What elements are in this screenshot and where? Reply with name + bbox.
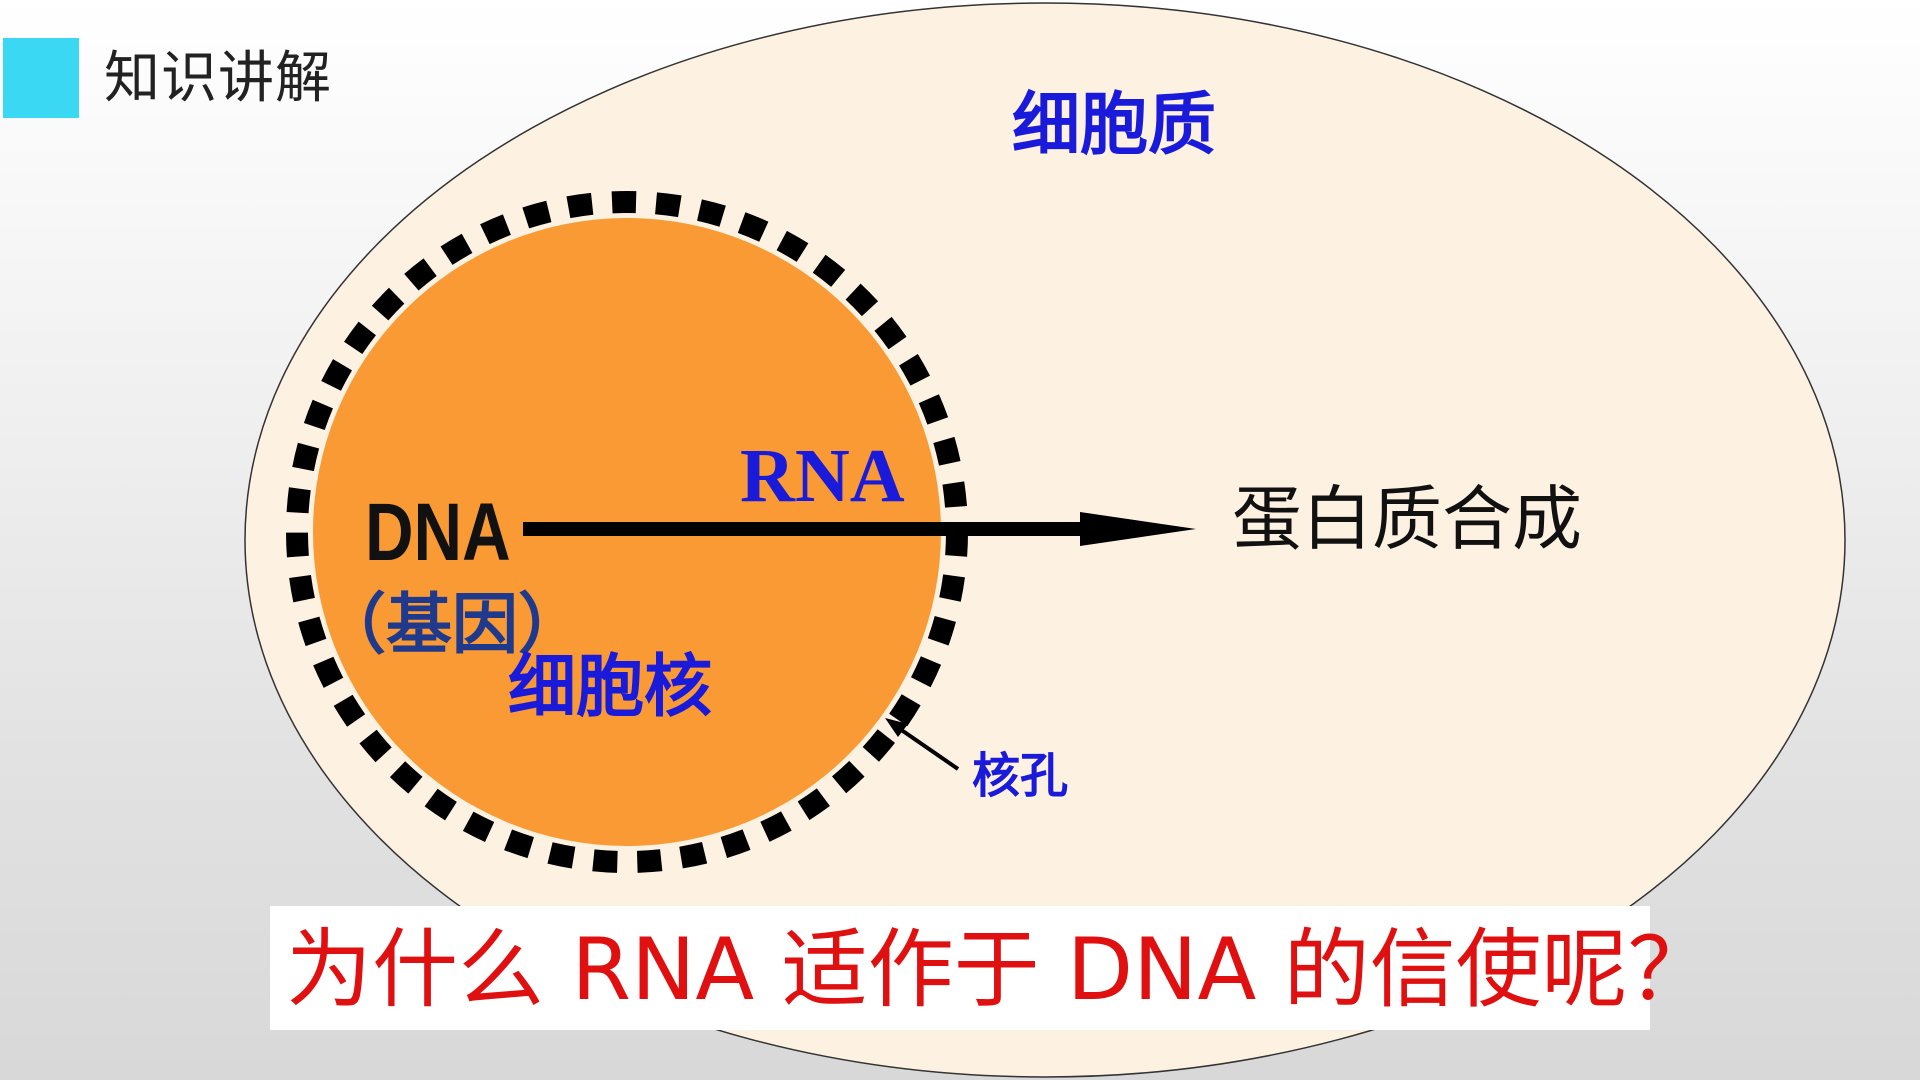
nuclear-pore-label: 核孔	[972, 748, 1069, 804]
dna-label: DNA	[365, 487, 511, 578]
cytoplasm-label: 细胞质	[1012, 86, 1217, 165]
gene-label: （基因）	[320, 586, 584, 663]
header-accent-square	[3, 38, 79, 118]
section-header: 知识讲解	[0, 38, 600, 118]
nucleus-label: 细胞核	[508, 648, 713, 727]
section-title: 知识讲解	[104, 46, 332, 111]
rna-label: RNA	[740, 434, 905, 518]
nuclear-pore-pointer-head	[885, 718, 908, 737]
nuclear-pore-pointer-line	[898, 727, 960, 771]
question-box: 为什么 RNA 适作于 DNA 的信使呢？	[270, 906, 1714, 1030]
translation-arrow-head	[1080, 512, 1196, 546]
protein-synthesis-label: 蛋白质合成	[1232, 478, 1582, 560]
question-text: 为什么 RNA 适作于 DNA 的信使呢？	[286, 920, 1714, 1020]
